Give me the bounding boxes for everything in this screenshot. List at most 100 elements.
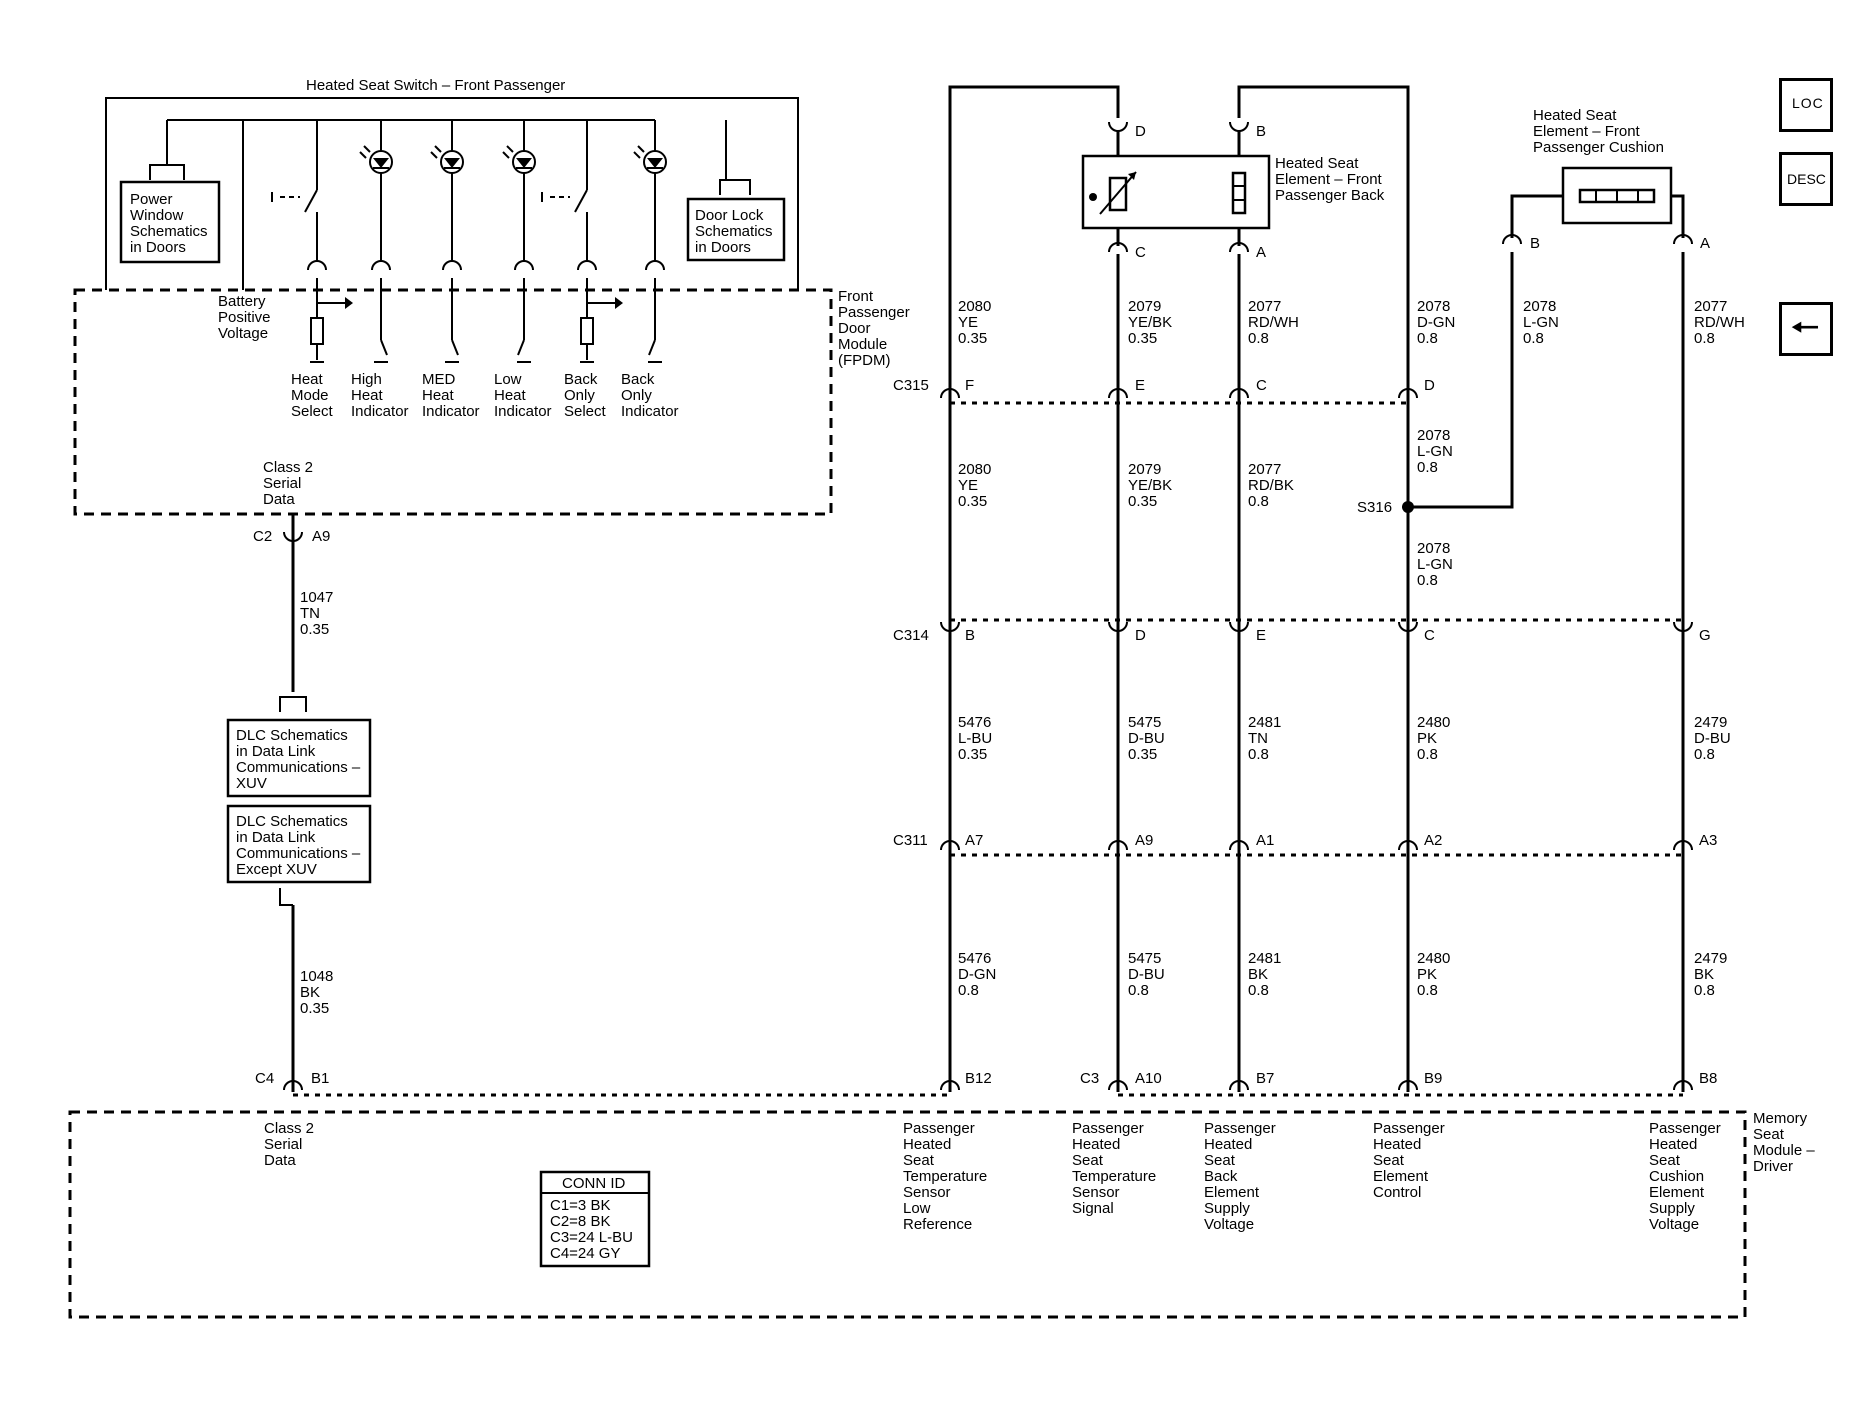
- svg-text:Heat: Heat: [422, 387, 455, 404]
- door-lock-schematics-ref[interactable]: Door Lock Schematics in Doors: [686, 197, 786, 262]
- svg-text:2077: 2077: [1248, 298, 1281, 315]
- svg-text:A10: A10: [1135, 1070, 1162, 1087]
- svg-text:Back: Back: [564, 371, 598, 388]
- svg-text:B1: B1: [311, 1070, 329, 1087]
- left-arrow-icon: 🠔: [1790, 309, 1820, 347]
- desc-button[interactable]: DESC: [1779, 152, 1833, 206]
- svg-text:Passenger: Passenger: [1072, 1120, 1144, 1137]
- svg-text:C3: C3: [1080, 1070, 1099, 1087]
- connector-c314: C314 B D E C G: [893, 618, 1711, 644]
- svg-text:C: C: [1424, 627, 1435, 644]
- svg-text:Passenger Cushion: Passenger Cushion: [1533, 139, 1664, 156]
- svg-text:Schematics: Schematics: [695, 223, 773, 240]
- svg-text:B7: B7: [1256, 1070, 1274, 1087]
- svg-text:0.35: 0.35: [1128, 330, 1157, 347]
- svg-text:Passenger: Passenger: [903, 1120, 975, 1137]
- svg-text:Only: Only: [564, 387, 595, 404]
- svg-text:0.35: 0.35: [958, 493, 987, 510]
- loc-button[interactable]: LOC: [1779, 78, 1833, 132]
- svg-text:D: D: [1424, 377, 1435, 394]
- svg-text:Heat: Heat: [494, 387, 527, 404]
- switch-label-back-only-indicator: Back Only Indicator: [621, 371, 679, 420]
- svg-text:L-GN: L-GN: [1417, 556, 1453, 573]
- svg-text:Voltage: Voltage: [1204, 1216, 1254, 1233]
- svg-text:Element: Element: [1373, 1168, 1429, 1185]
- svg-text:Heated: Heated: [1373, 1136, 1421, 1153]
- splice-s316: [1402, 501, 1414, 513]
- power-window-schematics-ref[interactable]: Power Window Schematics in Doors: [119, 180, 221, 264]
- svg-text:Passenger: Passenger: [1373, 1120, 1445, 1137]
- svg-text:RD/WH: RD/WH: [1694, 314, 1745, 331]
- svg-text:0.35: 0.35: [300, 1000, 329, 1017]
- svg-text:5476: 5476: [958, 950, 991, 967]
- svg-text:Indicator: Indicator: [422, 403, 480, 420]
- connector-c4-c3: C4 B1 B12 C3 A10 B7 B9 B8: [255, 1070, 1717, 1097]
- switch-label-high-heat-indicator: High Heat Indicator: [351, 371, 409, 420]
- svg-text:YE/BK: YE/BK: [1128, 477, 1172, 494]
- svg-text:C3=24 L-BU: C3=24 L-BU: [550, 1229, 633, 1246]
- c2-label: C2: [253, 528, 272, 545]
- svg-text:Heated: Heated: [903, 1136, 951, 1153]
- svg-text:Element – Front: Element – Front: [1275, 171, 1383, 188]
- svg-text:Class 2: Class 2: [264, 1120, 314, 1137]
- dlc-schematics-xuv-ref[interactable]: DLC Schematics in Data Link Communicatio…: [226, 718, 372, 798]
- svg-text:Data: Data: [264, 1152, 296, 1169]
- back-element-title: Heated Seat Element – Front Passenger Ba…: [1275, 155, 1385, 204]
- svg-text:Data: Data: [263, 491, 295, 508]
- svg-text:C315: C315: [893, 377, 929, 394]
- svg-text:Communications –: Communications –: [236, 759, 361, 776]
- svg-text:Voltage: Voltage: [218, 325, 268, 342]
- svg-text:2480: 2480: [1417, 950, 1450, 967]
- svg-text:0.8: 0.8: [1417, 746, 1438, 763]
- svg-text:0.35: 0.35: [958, 746, 987, 763]
- svg-text:Battery: Battery: [218, 293, 266, 310]
- svg-text:2080: 2080: [958, 461, 991, 478]
- svg-text:Seat: Seat: [1072, 1152, 1104, 1169]
- svg-text:5475: 5475: [1128, 714, 1161, 731]
- svg-text:Signal: Signal: [1072, 1200, 1114, 1217]
- svg-text:2479: 2479: [1694, 714, 1727, 731]
- back-button[interactable]: 🠔: [1779, 302, 1833, 356]
- switch-label-heat-mode-select: Heat Mode Select: [291, 371, 334, 420]
- cushion-element-title: Heated Seat Element – Front Passenger Cu…: [1533, 107, 1664, 156]
- svg-text:Heat: Heat: [291, 371, 324, 388]
- svg-text:Passenger: Passenger: [1204, 1120, 1276, 1137]
- svg-text:DLC Schematics: DLC Schematics: [236, 727, 348, 744]
- svg-text:Passenger: Passenger: [838, 304, 910, 321]
- svg-text:Power: Power: [130, 191, 173, 208]
- svg-text:0.8: 0.8: [1417, 982, 1438, 999]
- dlc-schematics-except-xuv-ref[interactable]: DLC Schematics in Data Link Communicatio…: [226, 804, 372, 884]
- wire-labels-mid: 2080 YE 0.35 2079 YE/BK 0.35 2077 RD/BK …: [958, 427, 1453, 589]
- svg-text:Heated: Heated: [1204, 1136, 1252, 1153]
- svg-text:Heated Seat: Heated Seat: [1275, 155, 1359, 172]
- svg-text:(FPDM): (FPDM): [838, 352, 891, 369]
- svg-text:DLC Schematics: DLC Schematics: [236, 813, 348, 830]
- svg-text:0.8: 0.8: [958, 982, 979, 999]
- svg-text:Sensor: Sensor: [903, 1184, 951, 1201]
- harness-wires: [948, 252, 1685, 1092]
- svg-text:Cushion: Cushion: [1649, 1168, 1704, 1185]
- svg-text:CONN ID: CONN ID: [562, 1175, 626, 1192]
- memory-module-label: Memory Seat Module – Driver: [1753, 1110, 1815, 1175]
- svg-text:A9: A9: [1135, 832, 1153, 849]
- wire-top-2080-loop: [948, 85, 1120, 383]
- signal-label-temp-sensor-signal: Passenger Heated Seat Temperature Sensor…: [1072, 1120, 1156, 1217]
- svg-text:C2=8 BK: C2=8 BK: [550, 1213, 610, 1230]
- svg-text:D-GN: D-GN: [958, 966, 996, 983]
- svg-text:0.35: 0.35: [300, 621, 329, 638]
- svg-text:High: High: [351, 371, 382, 388]
- svg-text:Reference: Reference: [903, 1216, 972, 1233]
- switch-label-low-heat-indicator: Low Heat Indicator: [494, 371, 552, 420]
- svg-text:B8: B8: [1699, 1070, 1717, 1087]
- svg-text:0.8: 0.8: [1248, 982, 1269, 999]
- svg-text:C314: C314: [893, 627, 929, 644]
- signal-label-back-element-supply: Passenger Heated Seat Back Element Suppl…: [1204, 1120, 1276, 1233]
- wire-1047-label: 1047 TN 0.35: [300, 589, 333, 638]
- svg-text:D-BU: D-BU: [1128, 966, 1165, 983]
- svg-text:2078: 2078: [1417, 427, 1450, 444]
- svg-text:2481: 2481: [1248, 950, 1281, 967]
- svg-text:0.8: 0.8: [1417, 330, 1438, 347]
- memory-seat-module-box: [68, 1110, 1747, 1319]
- svg-text:Driver: Driver: [1753, 1158, 1793, 1175]
- svg-text:Module: Module: [838, 336, 887, 353]
